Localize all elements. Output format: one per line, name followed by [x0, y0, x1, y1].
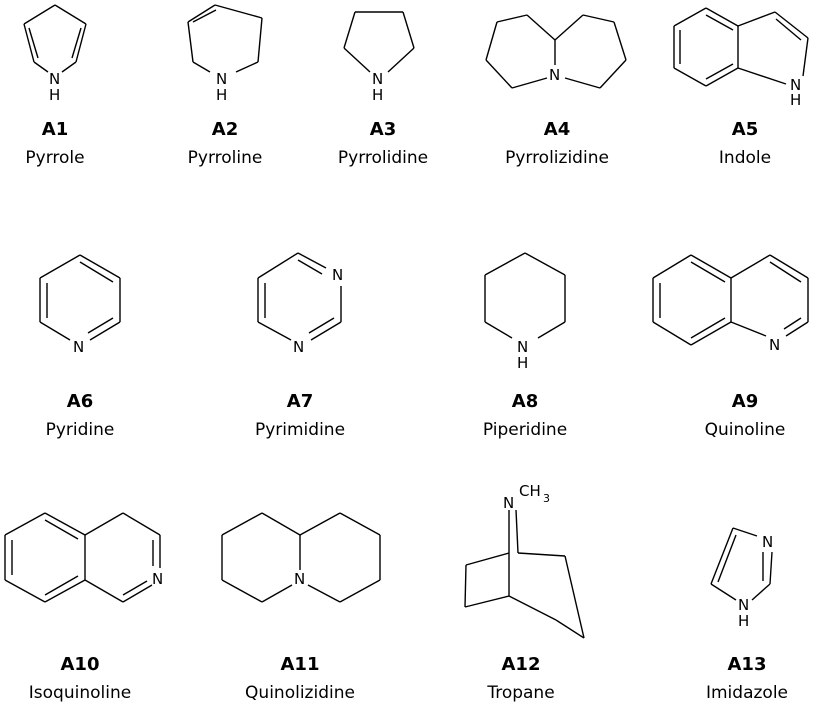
nitrogen-label: N	[769, 336, 780, 354]
pyrroline-structure: N H	[187, 4, 263, 104]
nitrogen-label: N	[762, 533, 773, 551]
compound-name-pyridine: Pyridine	[45, 420, 115, 440]
hydrogen-label: H	[49, 86, 60, 104]
nitrogen-label: N	[332, 266, 343, 284]
quinoline-structure: N	[652, 254, 809, 354]
compound-code-a3: A3	[369, 119, 397, 140]
nitrogen-label: N	[503, 494, 514, 512]
compound-code-a6: A6	[66, 391, 94, 412]
nitrogen-label: N	[790, 76, 801, 94]
isoquinoline-structure: N	[4, 512, 163, 603]
compound-name-pyrimidine: Pyrimidine	[254, 420, 346, 440]
nitrogen-label: N	[294, 570, 305, 588]
hydrogen-label: H	[738, 612, 749, 630]
imidazole-structure: N N H	[710, 527, 773, 630]
methyl-label: CH	[519, 482, 541, 500]
piperidine-structure: N H	[484, 252, 566, 372]
nitrogen-label: N	[49, 70, 60, 88]
compound-code-a9: A9	[731, 391, 759, 412]
nitrogen-label: N	[216, 70, 227, 88]
nitrogen-label: N	[152, 570, 163, 588]
tropane-structure: N CH 3	[464, 482, 585, 639]
compound-code-a13: A13	[727, 654, 767, 675]
nitrogen-label: N	[372, 70, 383, 88]
compound-name-indole: Indole	[718, 148, 772, 168]
nitrogen-label: N	[73, 338, 84, 356]
quinolizidine-structure: N	[221, 512, 381, 603]
compound-code-a10: A10	[60, 654, 100, 675]
nitrogen-label: N	[517, 338, 528, 356]
nitrogen-label: N	[293, 338, 304, 356]
pyrimidine-structure: N N	[257, 252, 343, 356]
compound-name-pyrroline: Pyrroline	[187, 148, 263, 168]
hydrogen-label: H	[790, 91, 801, 109]
compound-code-a11: A11	[280, 654, 320, 675]
compound-code-a12: A12	[501, 654, 541, 675]
compound-name-pyrrole: Pyrrole	[25, 148, 85, 168]
nitrogen-label: N	[549, 66, 560, 84]
compound-code-a5: A5	[731, 119, 759, 140]
compound-code-a1: A1	[41, 119, 69, 140]
compound-name-isoquinoline: Isoquinoline	[28, 683, 132, 703]
compound-name-quinoline: Quinoline	[704, 420, 786, 440]
pyrrole-structure: N H	[23, 4, 87, 104]
compound-name-imidazole: Imidazole	[705, 683, 788, 703]
pyridine-structure: N	[39, 254, 121, 356]
compound-code-a7: A7	[286, 391, 314, 412]
hydrogen-label: H	[517, 354, 528, 372]
pyrrolizidine-structure: N	[485, 14, 627, 89]
compound-name-quinolizidine: Quinolizidine	[245, 683, 355, 703]
pyrrolidine-structure: N H	[343, 11, 415, 104]
nitrogen-label: N	[738, 596, 749, 614]
compound-name-pyrrolizidine: Pyrrolizidine	[505, 148, 609, 168]
compound-name-pyrrolidine: Pyrrolidine	[337, 148, 429, 168]
compound-code-a4: A4	[543, 119, 571, 140]
hydrogen-label: H	[372, 86, 383, 104]
indole-structure: N H	[673, 7, 809, 109]
compound-name-piperidine: Piperidine	[482, 420, 568, 440]
compound-name-tropane: Tropane	[487, 683, 555, 703]
compound-code-a2: A2	[211, 119, 239, 140]
hydrogen-label: H	[216, 86, 227, 104]
compound-code-a8: A8	[511, 391, 539, 412]
methyl-subscript: 3	[543, 492, 550, 505]
